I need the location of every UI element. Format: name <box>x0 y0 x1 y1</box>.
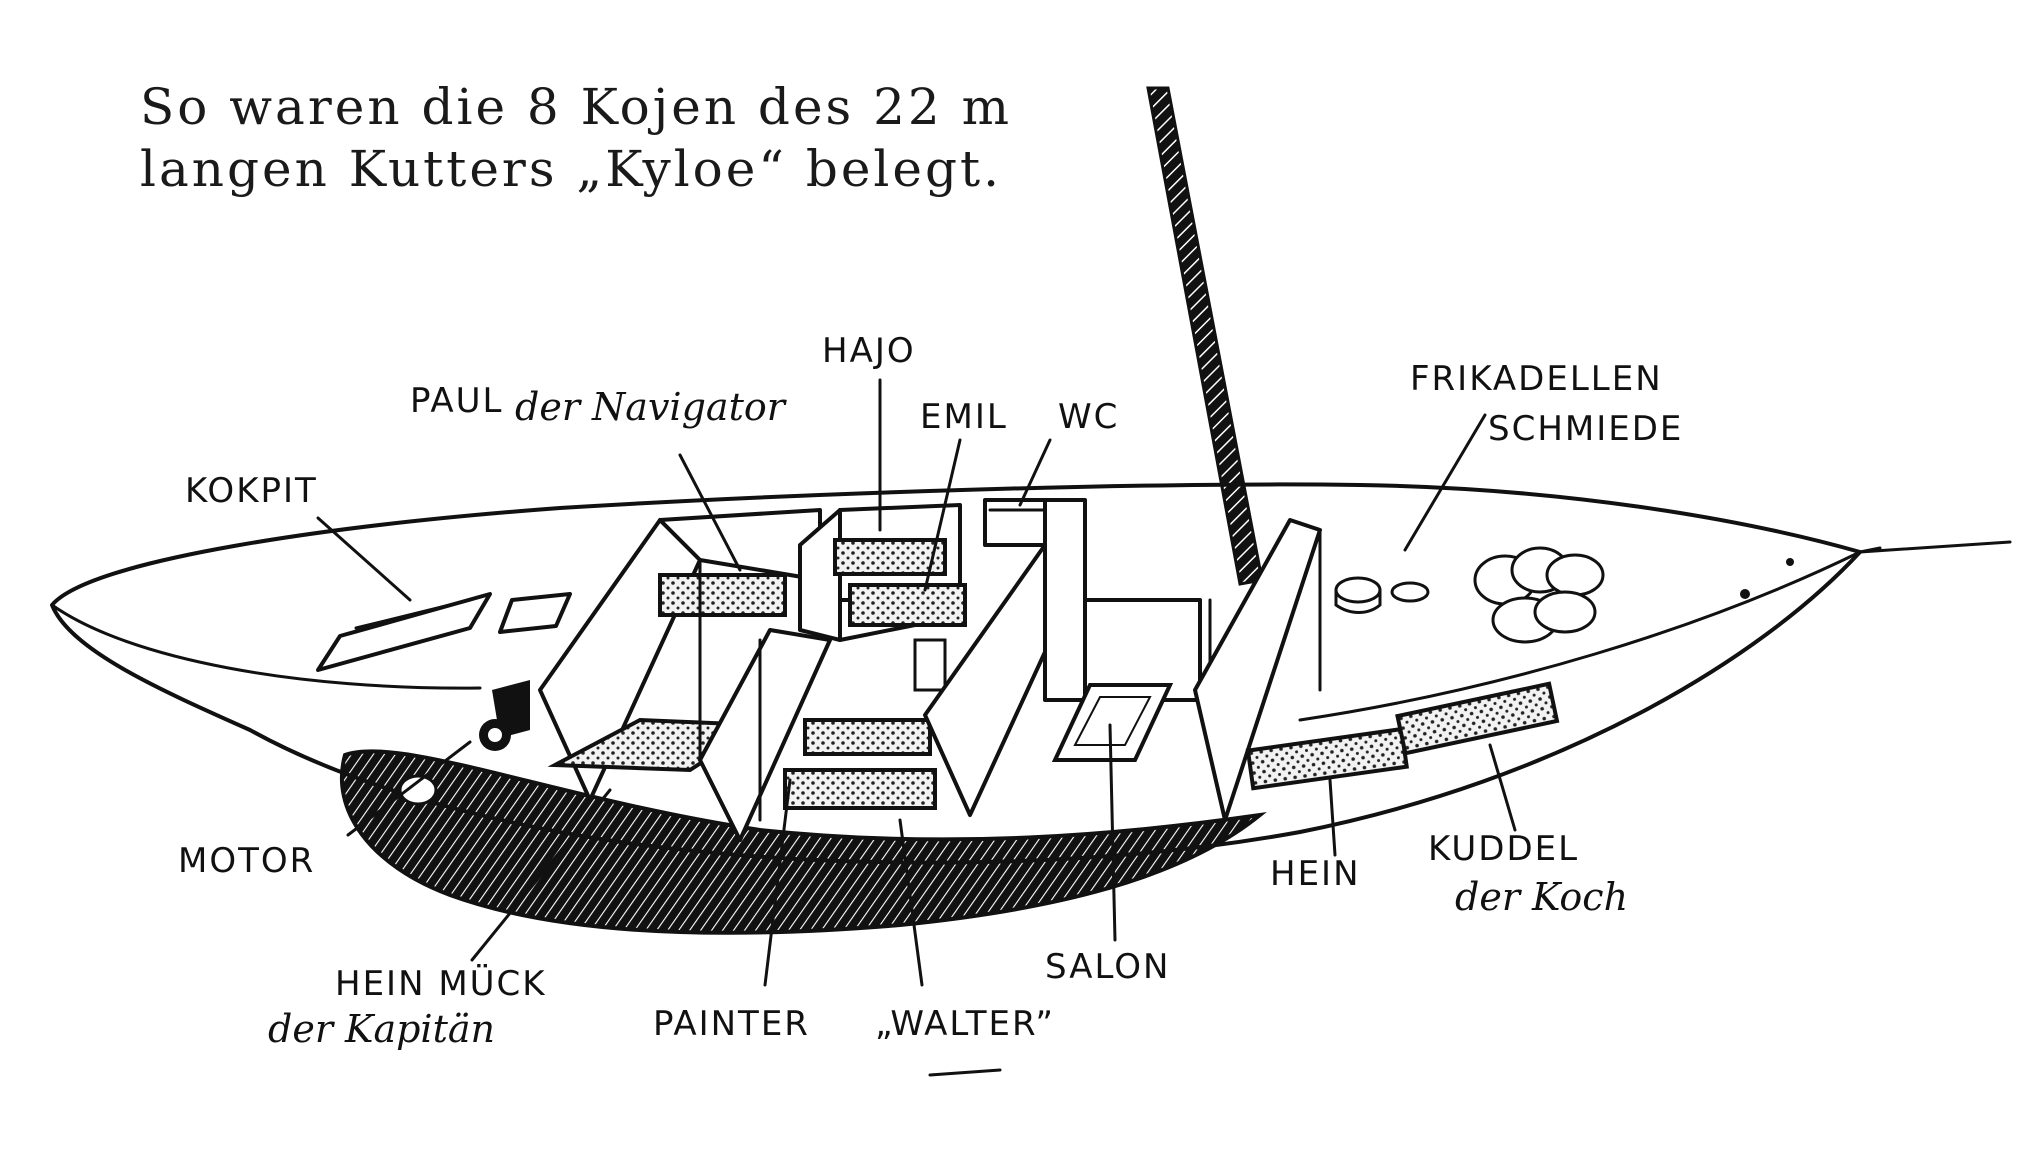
label-walter: „WALTER” <box>875 1004 1055 1044</box>
label-hein-muck-sub: der Kapitän <box>268 1007 495 1051</box>
galley-pot-1 <box>1334 576 1382 604</box>
label-kuddel-sub: der Koch <box>1455 875 1628 919</box>
label-paul-sub: der Navigator <box>515 385 788 429</box>
caption-line-2: langen Kutters „Kyloe“ belegt. <box>140 140 1002 198</box>
label-emil: EMIL <box>920 397 1008 437</box>
label-frikadellen: FRIKADELLEN <box>1410 359 1663 399</box>
bulkhead-2 <box>698 628 832 842</box>
bunk-hajo <box>833 538 947 576</box>
label-wc: WC <box>1058 397 1119 437</box>
sail-bags <box>1473 546 1605 644</box>
bunk-kuddel <box>1395 681 1560 756</box>
mast <box>1146 86 1264 586</box>
caption-line-1: So waren die 8 Kojen des 22 m <box>140 78 1013 136</box>
leader-lines <box>316 378 1517 987</box>
label-hein-muck: HEIN MÜCK <box>335 963 547 1004</box>
cockpit-hatch <box>316 592 492 672</box>
label-paul: PAUL <box>410 381 503 421</box>
bunk-paul <box>658 573 787 617</box>
salon-table <box>1051 683 1174 762</box>
label-hajo: HAJO <box>822 331 916 371</box>
bunk-emil <box>848 583 967 627</box>
label-kuddel: KUDDEL <box>1428 829 1579 869</box>
galley-pot-2 <box>1390 581 1430 603</box>
keel <box>339 749 1267 935</box>
label-painter: PAINTER <box>653 1004 810 1044</box>
label-kokpit: KOKPIT <box>185 471 318 511</box>
bunk-painter <box>783 768 937 810</box>
label-salon: SALON <box>1045 947 1170 987</box>
label-hein: HEIN <box>1270 854 1361 894</box>
label-schmiede: SCHMIEDE <box>1488 409 1683 449</box>
bunk-walter <box>803 718 932 756</box>
bunk-hein <box>1245 726 1409 791</box>
label-motor: MOTOR <box>178 841 315 881</box>
